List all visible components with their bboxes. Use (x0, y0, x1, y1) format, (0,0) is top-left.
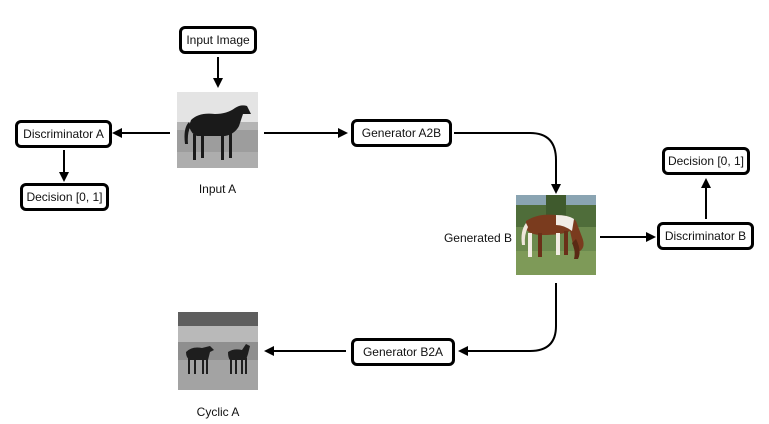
input-a-image (177, 92, 258, 168)
generated-b-caption: Generated B (443, 231, 512, 245)
input-a-caption: Input A (198, 182, 237, 196)
generator-b2a-box: Generator B2A (351, 338, 455, 366)
discriminator-a-box: Discriminator A (15, 120, 112, 148)
cyclic-a-caption: Cyclic A (196, 405, 240, 419)
decision-b-box: Decision [0, 1] (662, 147, 750, 175)
arrow-generator-a2b-to-generated-b (454, 132, 561, 194)
decision-a-box: Decision [0, 1] (20, 183, 109, 211)
cyclic-a-image (178, 312, 258, 390)
generator-a2b-box: Generator A2B (351, 119, 452, 147)
input-image-box: Input Image (179, 26, 257, 54)
generated-b-image (516, 195, 596, 275)
arrow-generated-b-to-generator-b2a (458, 283, 557, 356)
discriminator-b-box: Discriminator B (657, 222, 754, 250)
